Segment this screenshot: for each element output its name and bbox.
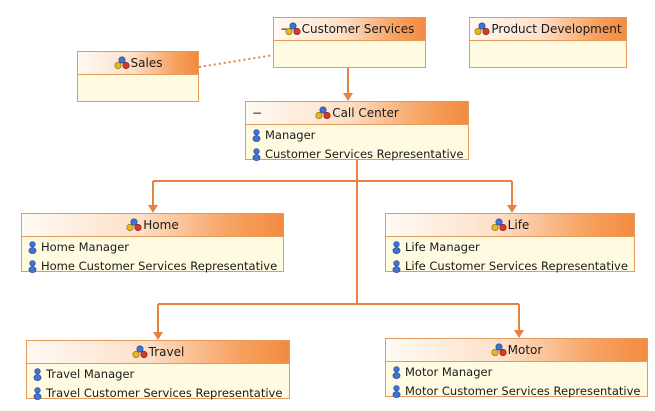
arrowhead-travel [153, 332, 163, 340]
org-unit-icon [132, 344, 148, 366]
arrowhead-home [148, 205, 158, 213]
person-icon [392, 260, 401, 277]
org-unit-icon [114, 55, 130, 77]
node-title: Product Development [491, 22, 622, 36]
member-row[interactable]: Home Manager [28, 239, 277, 258]
member-label: Travel Manager [46, 367, 135, 381]
member-row[interactable]: Manager [252, 127, 462, 146]
member-row[interactable]: Life Manager [392, 239, 628, 258]
node-title: Customer Services [301, 22, 415, 36]
node-header: Travel [27, 341, 289, 364]
node-customer-services[interactable]: − Customer Services [273, 17, 426, 68]
person-icon [33, 387, 42, 404]
member-row[interactable]: Travel Customer Services Representative [33, 385, 283, 404]
collapse-toggle[interactable]: − [252, 106, 263, 120]
member-row[interactable]: Travel Manager [33, 366, 283, 385]
person-icon [28, 241, 37, 258]
connector-sales-dotted [198, 54, 275, 68]
org-unit-icon [491, 342, 507, 364]
arrowhead-life [507, 205, 517, 213]
node-motor[interactable]: Motor Motor Manager Motor Customer Servi… [385, 338, 648, 398]
node-header: − Call Center [246, 102, 468, 125]
member-row[interactable]: Motor Customer Services Representative [392, 383, 641, 402]
node-header: Motor [386, 339, 647, 362]
person-icon [28, 260, 37, 277]
node-sales[interactable]: Sales [77, 51, 199, 102]
member-label: Home Manager [41, 240, 130, 254]
node-title: Motor [507, 343, 543, 357]
node-title: Life [507, 218, 530, 232]
member-label: Customer Services Representative [265, 147, 464, 161]
member-label: Motor Customer Services Representative [405, 384, 641, 398]
node-product-development[interactable]: Product Development [469, 17, 627, 68]
node-call-center[interactable]: − Call Center Manager Customer Services … [245, 101, 469, 161]
person-icon [252, 129, 261, 146]
org-unit-icon [285, 21, 301, 43]
collapse-toggle[interactable]: − [280, 22, 291, 36]
node-title: Sales [130, 56, 163, 70]
member-label: Life Manager [405, 240, 480, 254]
node-home[interactable]: Home Home Manager Home Customer Services… [21, 213, 284, 273]
arrowhead-call-center [343, 93, 353, 101]
org-unit-icon [491, 217, 507, 239]
node-header: − Customer Services [274, 18, 425, 41]
member-label: Home Customer Services Representative [41, 259, 278, 273]
org-unit-icon [474, 21, 490, 43]
member-label: Life Customer Services Representative [405, 259, 628, 273]
member-row[interactable]: Customer Services Representative [252, 146, 464, 165]
arrowhead-motor [514, 330, 524, 338]
node-title: Travel [148, 345, 185, 359]
node-travel[interactable]: Travel Travel Manager Travel Customer Se… [26, 340, 290, 400]
member-label: Motor Manager [405, 365, 493, 379]
person-icon [252, 148, 261, 165]
node-header: Life [386, 214, 634, 237]
member-label: Travel Customer Services Representative [46, 386, 283, 400]
node-header: Home [22, 214, 283, 237]
member-row[interactable]: Home Customer Services Representative [28, 258, 277, 277]
member-row[interactable]: Motor Manager [392, 364, 641, 383]
org-unit-icon [126, 217, 142, 239]
node-title: Call Center [332, 106, 399, 120]
member-label: Manager [265, 128, 316, 142]
node-header: Sales [78, 52, 198, 75]
person-icon [392, 241, 401, 258]
node-life[interactable]: Life Life Manager Life Customer Services… [385, 213, 635, 273]
person-icon [33, 368, 42, 385]
person-icon [392, 366, 401, 383]
person-icon [392, 385, 401, 402]
node-title: Home [143, 218, 179, 232]
org-unit-icon [315, 105, 331, 127]
node-header: Product Development [470, 18, 626, 41]
member-row[interactable]: Life Customer Services Representative [392, 258, 628, 277]
